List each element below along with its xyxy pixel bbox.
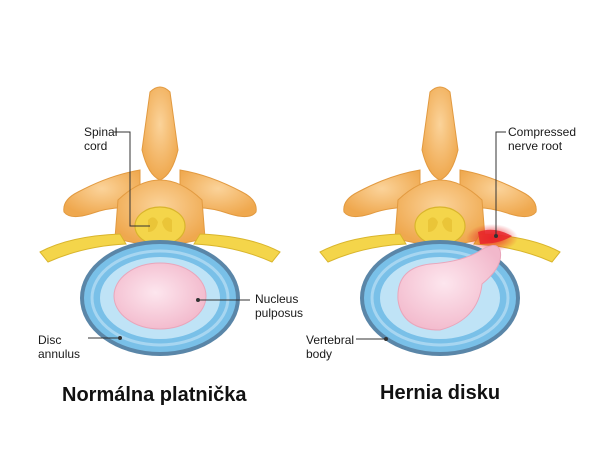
caption-herniated-disc: Hernia disku [380,382,500,405]
label-disc-line2: annulus [38,347,80,361]
label-compressed-nerve-root: Compressed nerve root [508,125,576,153]
label-nucleus-pulposus: Nucleus pulposus [255,292,303,320]
label-spinal-cord-line1: Spinal [84,125,117,139]
label-spinal-cord-line2: cord [84,139,117,153]
label-nucleus-line2: pulposus [255,306,303,320]
caption-normal-disc: Normálna platnička [62,384,247,407]
label-compressed-line2: nerve root [508,139,576,153]
label-spinal-cord: Spinal cord [84,125,117,153]
spinous-process [142,87,178,180]
label-vertebral-line2: body [306,347,354,361]
nucleus-left [114,263,206,329]
label-vertebral-line1: Vertebral [306,333,354,347]
label-nucleus-line1: Nucleus [255,292,303,306]
label-vertebral-body: Vertebral body [306,333,354,361]
label-disc-annulus: Disc annulus [38,333,80,361]
normal-vertebra [40,87,280,356]
spinal-cord-right [415,207,465,245]
spinous-process [422,87,458,180]
label-compressed-line1: Compressed [508,125,576,139]
label-disc-line1: Disc [38,333,80,347]
